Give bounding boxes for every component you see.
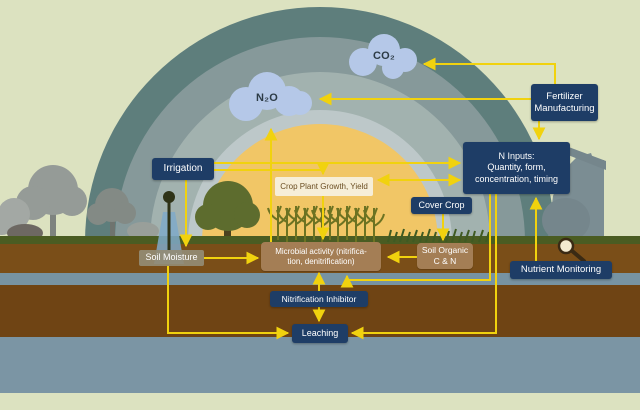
arrow-fertilizer-to-co2 (422, 57, 556, 84)
fertilizer-line2: Manufacturing (534, 102, 595, 114)
n-inputs-line1: N Inputs: (498, 151, 535, 162)
cover-crop-box: Cover Crop (411, 197, 472, 214)
leaching-box: Leaching (292, 324, 348, 343)
microbial-line2: tion, denitrification) (287, 256, 355, 266)
crop-plant-growth-box: Crop Plant Growth, Yield (275, 177, 373, 196)
n-inputs-line3: concentration, timing (474, 173, 559, 184)
n-inputs-line2: Quantity, form, (487, 162, 546, 173)
soil-organic-line2: C & N (433, 256, 457, 266)
n2o-cloud-icon (229, 72, 312, 121)
arrow-n-inputs-to-leaching (350, 194, 497, 340)
soil-moisture-label: Soil Moisture (145, 252, 198, 263)
n-inputs-box: N Inputs: Quantity, form, concentration,… (463, 142, 570, 194)
co2-cloud-label: CO₂ (373, 50, 395, 62)
crop-plant-growth-label: Crop Plant Growth, Yield (280, 181, 368, 191)
harvester-silhouette-icon (542, 146, 606, 242)
arrow-irrigation-to-crop (214, 162, 330, 176)
irrigation-box: Irrigation (152, 158, 214, 180)
n2o-cloud-label: N₂O (256, 92, 278, 104)
co2-cloud-icon (349, 34, 417, 79)
cover-crop-label: Cover Crop (418, 199, 465, 210)
nitrification-inhibitor-label: Nitrification Inhibitor (281, 293, 357, 304)
arrow-soil-moisture-to-leaching (167, 266, 290, 340)
fertilizer-line1: Fertilizer (546, 90, 583, 102)
green-tree-icon (195, 181, 260, 242)
fertilizer-manufacturing-box: Fertilizer Manufacturing (531, 84, 598, 121)
nutrient-monitoring-label: Nutrient Monitoring (520, 264, 602, 276)
nutrient-monitoring-box: Nutrient Monitoring (510, 261, 612, 279)
leaching-label: Leaching (301, 327, 339, 338)
microbial-line1: Microbial activity (nitrifica- (275, 246, 367, 256)
arrow-n-inputs-to-microbial (340, 194, 491, 288)
microbial-activity-box: Microbial activity (nitrifica- tion, den… (261, 242, 381, 271)
soil-organic-line1: Soil Organic (421, 245, 469, 256)
soil-organic-box: Soil Organic C & N (417, 243, 473, 269)
magnifier-icon (557, 237, 586, 263)
nitrification-inhibitor-box: Nitrification Inhibitor (270, 291, 368, 307)
irrigation-label: Irrigation (163, 162, 203, 174)
soil-moisture-box: Soil Moisture (139, 250, 204, 266)
